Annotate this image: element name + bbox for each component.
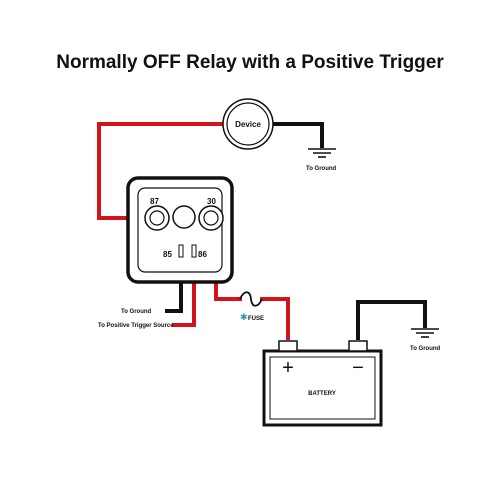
battery-terminal-positive	[278, 340, 298, 352]
battery-ground-label: To Ground	[410, 346, 441, 352]
ground-symbol-battery	[411, 328, 439, 338]
battery-plus-symbol: +	[282, 357, 294, 379]
wire-device-to-87	[97, 122, 226, 220]
diagram-title: Normally OFF Relay with a Positive Trigg…	[56, 52, 444, 73]
fuse: ✱ FUSE	[239, 291, 264, 322]
wire-fuse-to-battery-positive	[260, 297, 290, 340]
trigger-source-label: To Positive Trigger Source	[98, 323, 174, 329]
battery-label: BATTERY	[308, 391, 336, 397]
relay-ground-label: To Ground	[121, 309, 152, 315]
battery-minus-symbol: −	[352, 357, 364, 379]
battery-terminal-negative	[348, 340, 368, 352]
relay-center-hole	[172, 205, 196, 229]
terminal-87	[144, 205, 170, 231]
wire-battery-negative-to-ground	[356, 300, 427, 340]
spade-pin-86	[191, 244, 197, 258]
wire-device-to-ground	[270, 122, 324, 148]
pin-label-86: 86	[198, 250, 207, 259]
relay: 87 30 85 86	[126, 176, 234, 284]
pin-label-85: 85	[163, 250, 172, 259]
terminal-30	[198, 205, 224, 231]
device-ground-label: To Ground	[306, 166, 337, 172]
ground-symbol-device	[308, 148, 336, 158]
fuse-marker-icon: ✱	[240, 312, 248, 322]
pin-label-30: 30	[207, 197, 216, 206]
device: Device	[222, 98, 274, 150]
pin-label-87: 87	[150, 197, 159, 206]
battery: + − BATTERY	[262, 340, 383, 427]
fuse-label: FUSE	[248, 316, 264, 322]
device-label: Device	[235, 120, 261, 129]
spade-pin-85	[178, 244, 184, 258]
